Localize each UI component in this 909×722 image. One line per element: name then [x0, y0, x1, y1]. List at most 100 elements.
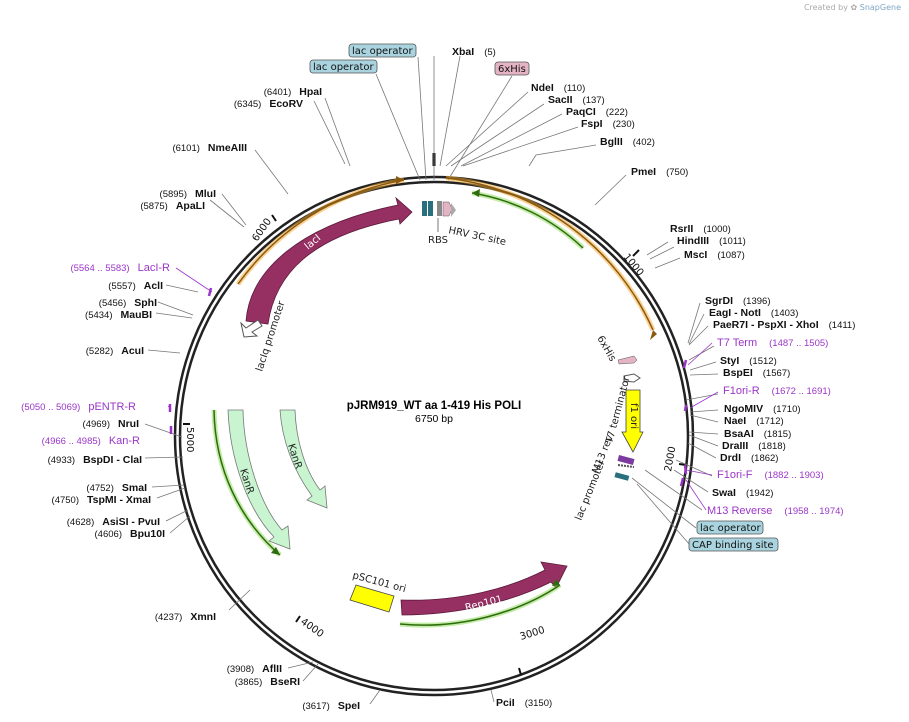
enzyme-site[interactable]: PaeR7I - PspXI - XhoI(1411): [713, 319, 855, 331]
leader-line: [689, 409, 719, 413]
leader-line: [689, 414, 719, 423]
leader-line: [165, 284, 199, 293]
enzyme-site[interactable]: (4628)AsiSI - PvuI: [67, 516, 160, 528]
orange-arc-left-arrowhead: [396, 176, 404, 184]
box-bg: [494, 61, 530, 76]
enzyme-site[interactable]: (4750)TspMI - XmaI: [52, 494, 152, 506]
enzyme-site[interactable]: DraIII(1818): [722, 440, 786, 452]
enzyme-site[interactable]: (3617)SpeI: [302, 700, 360, 712]
leader-line: [156, 487, 186, 499]
enzyme-site[interactable]: PciI(3150): [496, 697, 552, 709]
leader-line: [165, 509, 189, 522]
primer-leader: [175, 267, 213, 293]
box-lac-operator-2[interactable]: lac operator: [309, 59, 378, 74]
rbs-label: RBS: [428, 235, 448, 246]
green-arc-left-arrowhead: [271, 547, 280, 555]
enzyme-site[interactable]: (4933)BspDI - ClaI: [48, 454, 142, 466]
orange-arc-right: [445, 177, 654, 331]
enzyme-site[interactable]: MscI(1087): [684, 249, 745, 261]
snapgene-logo-icon: ✿: [850, 3, 858, 12]
enzyme-site[interactable]: NgoMIV(1710): [724, 403, 801, 415]
enzyme-site[interactable]: SwaI(1942): [712, 487, 773, 499]
enzyme-site[interactable]: (3865)BseRI: [235, 676, 300, 688]
enzyme-site[interactable]: (5875)ApaLI: [140, 200, 205, 212]
enzyme-site[interactable]: (3908)AflII: [227, 663, 282, 675]
enzyme-site[interactable]: BsaAI(1815): [724, 428, 791, 440]
enzyme-site[interactable]: (4606)Bpu10I: [95, 528, 166, 540]
enzyme-site[interactable]: NaeI(1712): [724, 415, 784, 427]
leader-line: [654, 257, 681, 269]
leader-line: [302, 663, 319, 682]
box-lac-operator-3[interactable]: lac operator: [696, 520, 764, 535]
tick-mark-2000: [678, 463, 687, 466]
enzyme-site[interactable]: BspEI(1567): [723, 367, 790, 379]
leader-line: [445, 91, 529, 167]
enzyme-site[interactable]: DrdI(1862): [720, 452, 778, 464]
enzyme-site[interactable]: EagI - NotI(1403): [709, 307, 798, 319]
primer-site[interactable]: F1ori-F(1882 .. 1903): [717, 469, 824, 481]
enzyme-site[interactable]: (4969)NruI: [83, 418, 140, 430]
leader-line: [287, 661, 314, 669]
enzyme-site[interactable]: HindIII(1011): [677, 235, 746, 247]
top-feature-blocks: [422, 201, 456, 217]
enzyme-site[interactable]: (5895)MluI: [160, 188, 217, 200]
box-label: lac operator: [352, 46, 413, 57]
box-cap-binding-site[interactable]: CAP binding site: [688, 537, 779, 552]
enzyme-site[interactable]: PmeI(750): [631, 166, 688, 178]
primer-site[interactable]: (5050 .. 5069)pENTR-R: [21, 401, 136, 413]
t7-terminator-arrow: [623, 373, 641, 383]
leader-line: [644, 469, 703, 511]
primer-mark-m13rev: [679, 477, 685, 487]
tick-label-1000: 1000: [621, 252, 646, 279]
enzyme-site[interactable]: FspI(230): [581, 118, 635, 130]
leader-line: [450, 103, 545, 167]
lac-promoter-label: lac promoter: [574, 458, 609, 522]
leader-line: [490, 689, 495, 703]
green-arc-right: [471, 192, 584, 249]
primer-site[interactable]: (4966 .. 4985)Kan-R: [42, 435, 140, 447]
enzyme-site[interactable]: SgrDI(1396): [705, 295, 770, 307]
leader-line: [460, 113, 563, 167]
leader-lines: [144, 55, 719, 705]
enzyme-site[interactable]: (5456)SphI: [99, 297, 157, 309]
enzyme-site[interactable]: (6101)NmeAIII: [172, 142, 247, 154]
enzyme-site[interactable]: XbaI(5): [452, 46, 496, 58]
leader-line: [324, 97, 351, 167]
enzyme-site[interactable]: (5557)AclI: [108, 280, 163, 292]
leader-line: [313, 100, 346, 165]
enzyme-site[interactable]: RsrII(1000): [670, 223, 731, 235]
orange-arc-left: [237, 179, 405, 285]
enzyme-site[interactable]: PaqCI(222): [566, 106, 628, 118]
primer-mark-f1ori-f: [683, 464, 688, 475]
leader-line: [151, 484, 185, 488]
box-lac-operator-1[interactable]: lac operator: [348, 43, 417, 58]
box-bg: [688, 537, 779, 552]
enzyme-site[interactable]: (6345)EcoRV: [234, 98, 303, 110]
primer-site[interactable]: T7 Term(1487 .. 1505): [717, 337, 828, 349]
enzyme-site[interactable]: (4752)SmaI: [86, 482, 147, 494]
box-6xhis[interactable]: 6xHis: [494, 61, 530, 76]
enzyme-site[interactable]: BglII(402): [600, 136, 655, 148]
leader-line: [687, 442, 717, 459]
leader-line: [155, 312, 193, 319]
enzyme-site[interactable]: (5434)MauBI: [85, 309, 152, 321]
primer-site[interactable]: M13 Reverse(1958 .. 1974): [707, 505, 844, 517]
laciq-promoter-arrow: [240, 319, 263, 338]
box-bg: [309, 59, 378, 74]
enzyme-site[interactable]: (6401)HpaI: [264, 86, 322, 98]
leader-line: [439, 55, 461, 167]
primer-site[interactable]: (5564 .. 5583)LacI-R: [70, 262, 170, 274]
psc101-ori-block: [349, 584, 395, 613]
credit-brand: SnapGene: [859, 3, 901, 12]
f1-ori-arrow: [621, 389, 644, 453]
tick-label-4000: 4000: [298, 616, 325, 640]
enzyme-site[interactable]: (4237)XmnI: [155, 611, 216, 623]
green-arc-left: [213, 409, 281, 556]
leader-line: [649, 246, 675, 260]
enzyme-site[interactable]: StyI(1512): [720, 355, 777, 367]
enzyme-site[interactable]: NdeI(110): [531, 82, 585, 94]
primer-site[interactable]: F1ori-R(1672 .. 1691): [723, 385, 831, 397]
tick-label-2000: 2000: [663, 446, 678, 473]
enzyme-site[interactable]: (5282)AcuI: [86, 345, 144, 357]
enzyme-site[interactable]: SacII(137): [548, 94, 605, 106]
